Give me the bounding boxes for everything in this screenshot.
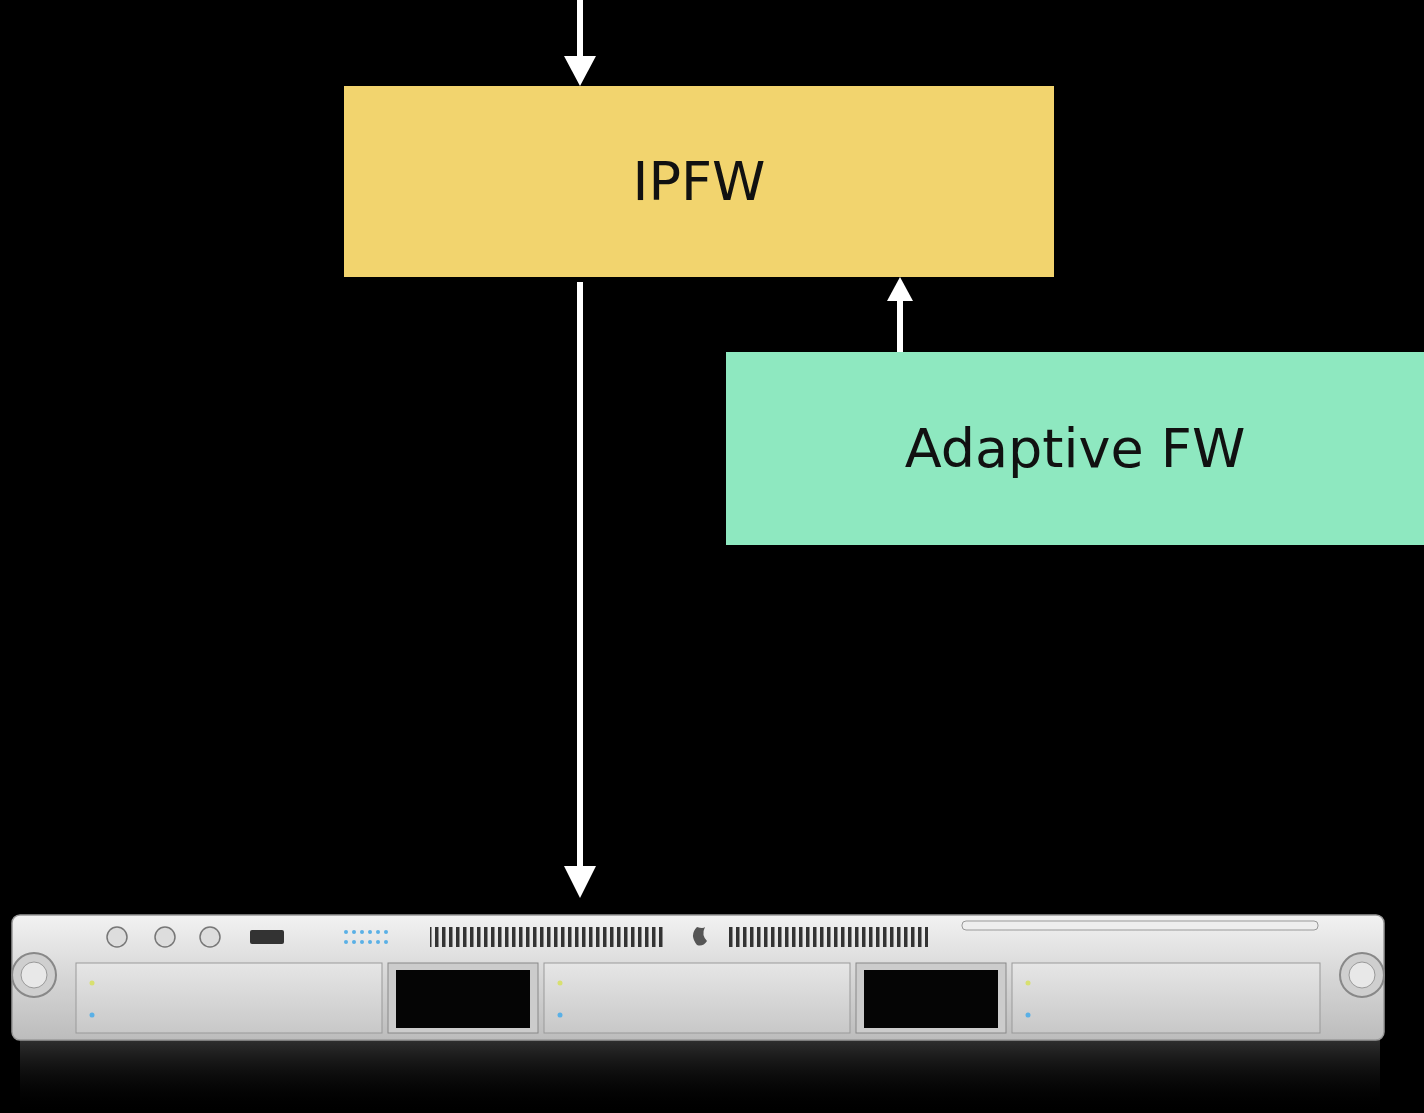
- flow-arrow: [887, 277, 913, 352]
- node-label: Adaptive FW: [905, 417, 1246, 480]
- process-box: Adaptive FW: [726, 352, 1424, 545]
- process-box: IPFW: [344, 86, 1054, 277]
- node-label: IPFW: [633, 150, 766, 213]
